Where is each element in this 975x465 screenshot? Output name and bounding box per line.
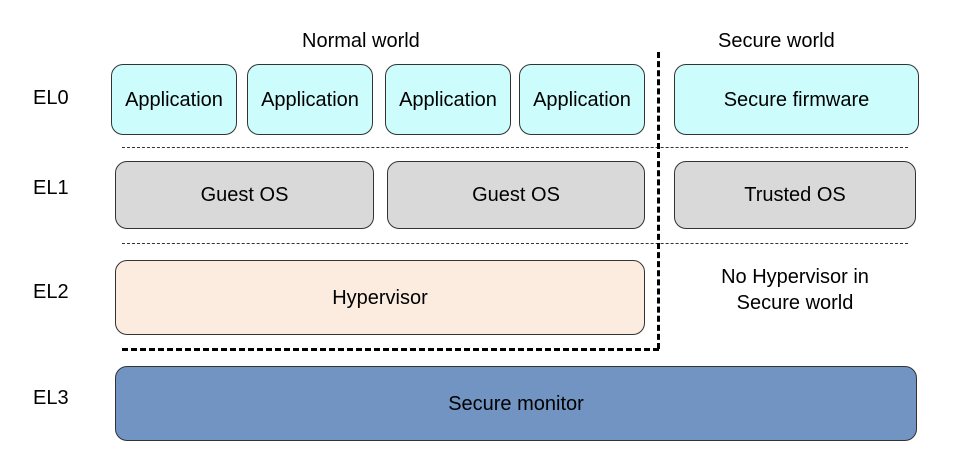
el2-label: EL2 bbox=[33, 281, 69, 303]
application-label: Application bbox=[125, 88, 223, 111]
application-label: Application bbox=[533, 88, 631, 111]
application-label: Application bbox=[261, 88, 359, 111]
world-separator bbox=[657, 52, 660, 349]
secure-monitor-box: Secure monitor bbox=[115, 366, 917, 441]
trusted-os-box: Trusted OS bbox=[674, 161, 916, 229]
el0-label: EL0 bbox=[33, 87, 69, 109]
guest-os-label: Guest OS bbox=[200, 184, 289, 206]
application-box-4: Application bbox=[519, 64, 645, 135]
application-box-2: Application bbox=[247, 64, 373, 135]
guest-os-label: Guest OS bbox=[472, 184, 560, 206]
el1-label: EL1 bbox=[33, 177, 69, 199]
normal-world-header: Normal world bbox=[302, 30, 420, 52]
hypervisor-label: Hypervisor bbox=[332, 286, 428, 309]
trusted-os-label: Trusted OS bbox=[744, 184, 846, 206]
guest-os-box-2: Guest OS bbox=[387, 161, 645, 229]
application-box-3: Application bbox=[385, 64, 511, 135]
el1-el2-divider bbox=[122, 243, 908, 244]
el3-label: EL3 bbox=[33, 387, 69, 409]
application-box-1: Application bbox=[111, 64, 237, 135]
no-hypervisor-note-line2: Secure world bbox=[736, 292, 854, 314]
guest-os-box-1: Guest OS bbox=[115, 161, 374, 229]
el2-el3-boundary bbox=[122, 348, 659, 351]
no-hypervisor-note-line1: No Hypervisor in bbox=[721, 266, 869, 288]
secure-monitor-label: Secure monitor bbox=[448, 392, 584, 415]
secure-firmware-label: Secure firmware bbox=[723, 88, 870, 111]
hypervisor-box: Hypervisor bbox=[115, 260, 645, 335]
application-label: Application bbox=[399, 88, 497, 111]
secure-world-header: Secure world bbox=[718, 30, 835, 52]
el0-el1-divider bbox=[122, 147, 908, 148]
secure-firmware-box: Secure firmware bbox=[674, 64, 919, 135]
